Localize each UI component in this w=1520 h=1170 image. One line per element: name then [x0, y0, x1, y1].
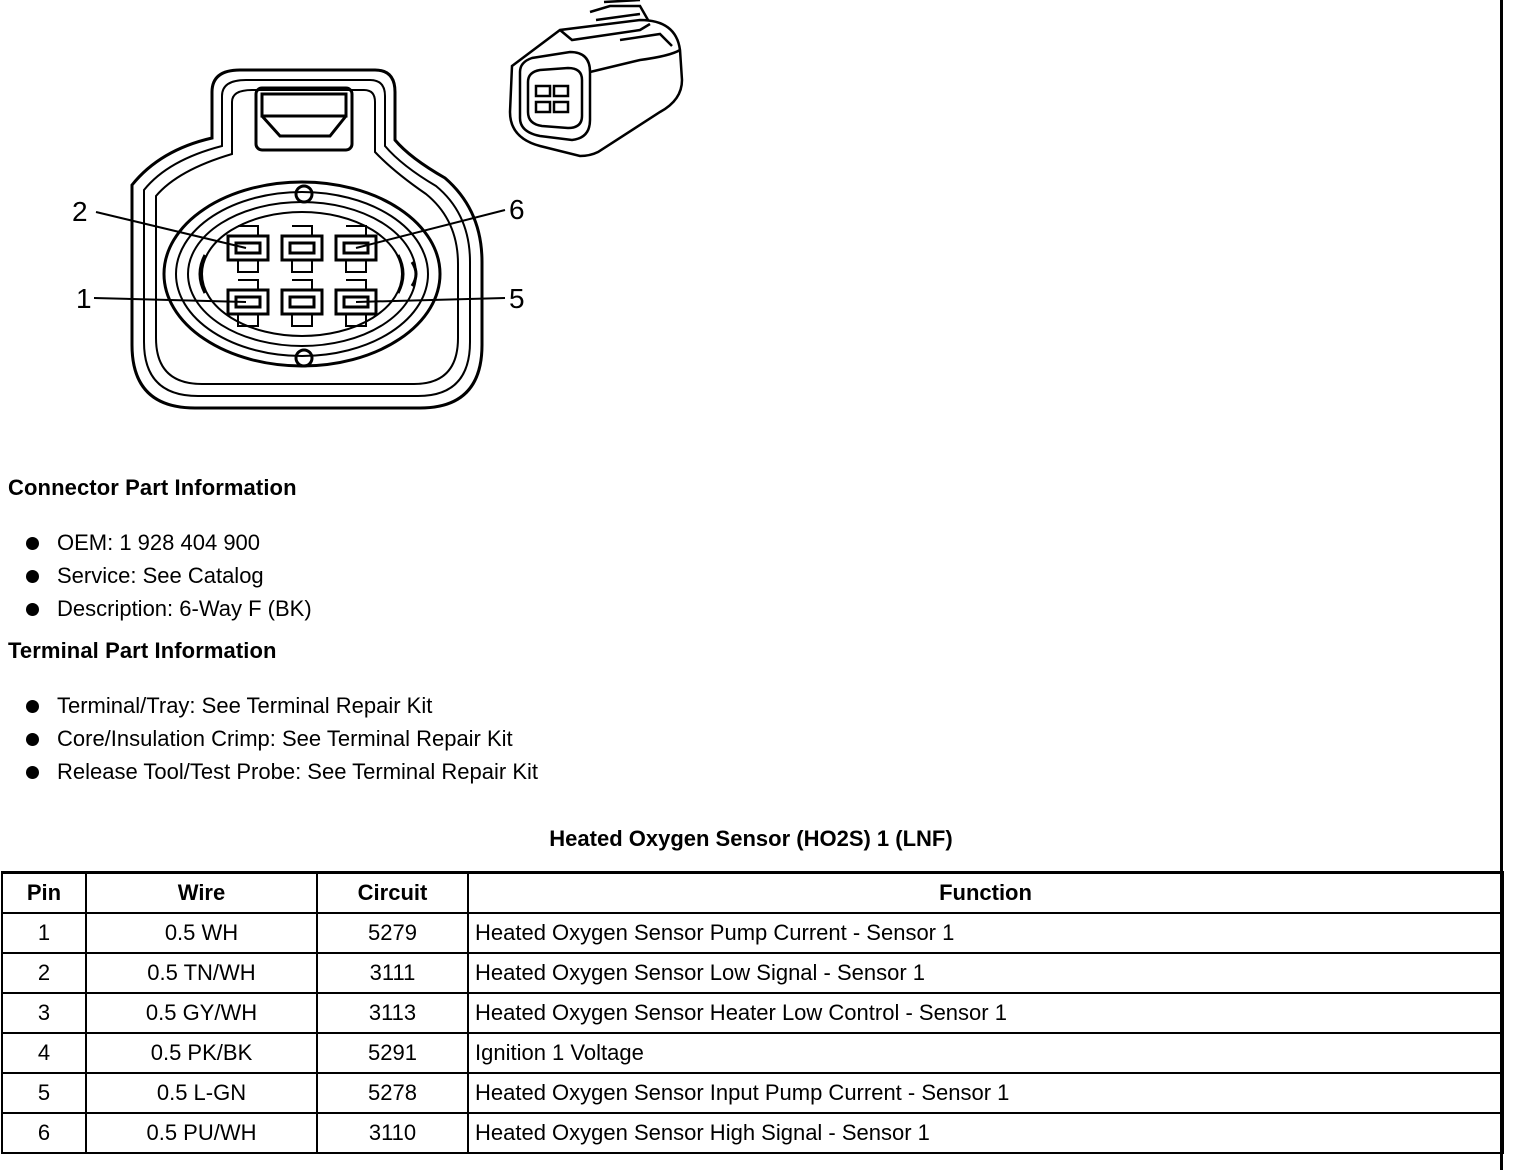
cell-function: Heated Oxygen Sensor Input Pump Current …	[467, 1072, 1504, 1114]
column-header-function: Function	[467, 871, 1504, 914]
bullet-icon	[26, 537, 39, 550]
bullet-icon	[26, 766, 39, 779]
connector-part-info-list: OEM: 1 928 404 900 Service: See Catalog …	[0, 526, 312, 625]
cell-wire: 0.5 PK/BK	[85, 1032, 318, 1074]
table-row: 2 0.5 TN/WH 3111 Heated Oxygen Sensor Lo…	[1, 952, 1504, 994]
pin-callout-2: 2	[72, 196, 88, 227]
cell-pin: 6	[1, 1112, 87, 1154]
cell-circuit: 3111	[316, 952, 469, 994]
cell-circuit: 5279	[316, 912, 469, 954]
cell-circuit: 3110	[316, 1112, 469, 1154]
pin-callout-6: 6	[509, 194, 525, 225]
terminal-part-info-list: Terminal/Tray: See Terminal Repair Kit C…	[0, 689, 538, 788]
connector-face-diagram: 2 6 1 5	[72, 0, 684, 410]
cell-function: Heated Oxygen Sensor Heater Low Control …	[467, 992, 1504, 1034]
bullet-icon	[26, 603, 39, 616]
page-right-border	[1500, 0, 1503, 1170]
connector-iso-view	[508, 0, 684, 158]
list-item: Description: 6-Way F (BK)	[0, 592, 312, 625]
cell-circuit: 3113	[316, 992, 469, 1034]
cell-function: Ignition 1 Voltage	[467, 1032, 1504, 1074]
column-header-circuit: Circuit	[316, 871, 469, 914]
cell-pin: 1	[1, 912, 87, 954]
list-item: Core/Insulation Crimp: See Terminal Repa…	[0, 722, 538, 755]
list-item: Terminal/Tray: See Terminal Repair Kit	[0, 689, 538, 722]
bullet-icon	[26, 700, 39, 713]
cell-pin: 5	[1, 1072, 87, 1114]
cell-wire: 0.5 WH	[85, 912, 318, 954]
bullet-icon	[26, 733, 39, 746]
table-row: 4 0.5 PK/BK 5291 Ignition 1 Voltage	[1, 1032, 1504, 1074]
table-row: 1 0.5 WH 5279 Heated Oxygen Sensor Pump …	[1, 912, 1504, 954]
terminal-part-info-heading: Terminal Part Information	[8, 638, 277, 663]
cell-wire: 0.5 L-GN	[85, 1072, 318, 1114]
cell-function: Heated Oxygen Sensor Pump Current - Sens…	[467, 912, 1504, 954]
pin-callout-5: 5	[509, 283, 525, 314]
cell-function: Heated Oxygen Sensor Low Signal - Sensor…	[467, 952, 1504, 994]
column-header-pin: Pin	[1, 871, 87, 914]
table-title: Heated Oxygen Sensor (HO2S) 1 (LNF)	[549, 826, 953, 851]
table-row: 5 0.5 L-GN 5278 Heated Oxygen Sensor Inp…	[1, 1072, 1504, 1114]
cell-circuit: 5278	[316, 1072, 469, 1114]
column-header-wire: Wire	[85, 871, 318, 914]
bullet-icon	[26, 570, 39, 583]
list-item: Service: See Catalog	[0, 559, 312, 592]
cell-wire: 0.5 PU/WH	[85, 1112, 318, 1154]
pinout-table: Pin Wire Circuit Function 1 0.5 WH 5279 …	[1, 871, 1504, 1154]
pin-callout-1: 1	[76, 283, 92, 314]
cell-wire: 0.5 TN/WH	[85, 952, 318, 994]
table-row: 6 0.5 PU/WH 3110 Heated Oxygen Sensor Hi…	[1, 1112, 1504, 1154]
list-item: OEM: 1 928 404 900	[0, 526, 312, 559]
cell-pin: 4	[1, 1032, 87, 1074]
cell-pin: 3	[1, 992, 87, 1034]
table-row: 3 0.5 GY/WH 3113 Heated Oxygen Sensor He…	[1, 992, 1504, 1034]
cell-function: Heated Oxygen Sensor High Signal - Senso…	[467, 1112, 1504, 1154]
cell-pin: 2	[1, 952, 87, 994]
list-item: Release Tool/Test Probe: See Terminal Re…	[0, 755, 538, 788]
connector-part-info-heading: Connector Part Information	[8, 475, 297, 500]
table-header-row: Pin Wire Circuit Function	[1, 871, 1504, 914]
cell-circuit: 5291	[316, 1032, 469, 1074]
cell-wire: 0.5 GY/WH	[85, 992, 318, 1034]
